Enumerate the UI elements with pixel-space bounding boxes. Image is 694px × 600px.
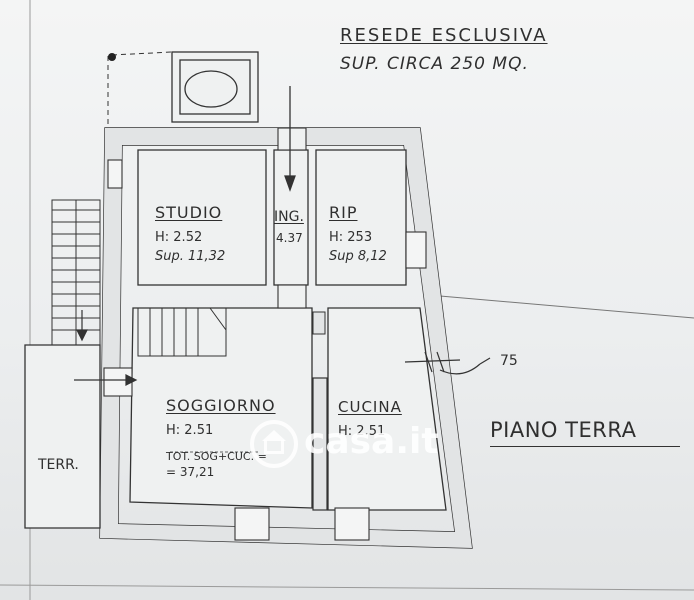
soggiorno-area: = 37,21 [166,465,215,479]
ingresso-height: 4.37 [276,231,303,245]
ripostiglio-area: Sup 8,12 [329,249,387,264]
header-title: RESEDE ESCLUSIVA [340,25,548,46]
room-ripostiglio [315,149,407,286]
cucina-name: CUCINA [338,398,402,416]
soggiorno-name: SOGGIORNO [166,396,276,415]
ripostiglio-name: RIP [329,203,358,222]
sheet-border-bottom [0,584,694,591]
pillar [312,311,326,335]
watermark-logo-icon [250,420,298,468]
studio-name: STUDIO [155,203,223,222]
property-boundary-line [439,295,694,319]
watermark-text: casa.it [304,421,439,462]
ingresso-name: ING. [274,209,304,225]
side-arrow [74,374,138,386]
studio-area: Sup. 11,32 [155,249,226,264]
partition-wall [312,377,328,511]
windows [103,159,427,541]
floor-label: PIANO TERRA [490,418,637,442]
entrance-arrow [284,86,296,192]
studio-height: H: 2.52 [155,230,203,245]
room-studio [137,149,267,286]
dimension-mark [404,351,491,375]
floor-label-underline [490,446,680,447]
header-subtitle: SUP. CIRCA 250 MQ. [340,54,529,74]
external-stairs [51,199,101,346]
stairs-arrow [76,310,88,342]
soggiorno-height: H: 2.51 [166,423,214,438]
terrace [24,344,101,529]
corner-marker [108,53,116,61]
dashed-line-top [111,51,173,56]
tank-annex [171,51,259,123]
terrazza-name: TERR. [38,457,79,473]
ripostiglio-height: H: 253 [329,230,373,245]
room-ingresso [273,149,309,286]
door-openings [277,127,307,309]
cucina-height: H: 2.51 [338,424,386,439]
dimension-note: 75 [500,353,518,369]
internal-stairs [137,307,227,357]
soggiorno-area-label: TOT. SOG+CUC. = [166,450,267,463]
room-cucina [327,307,447,511]
